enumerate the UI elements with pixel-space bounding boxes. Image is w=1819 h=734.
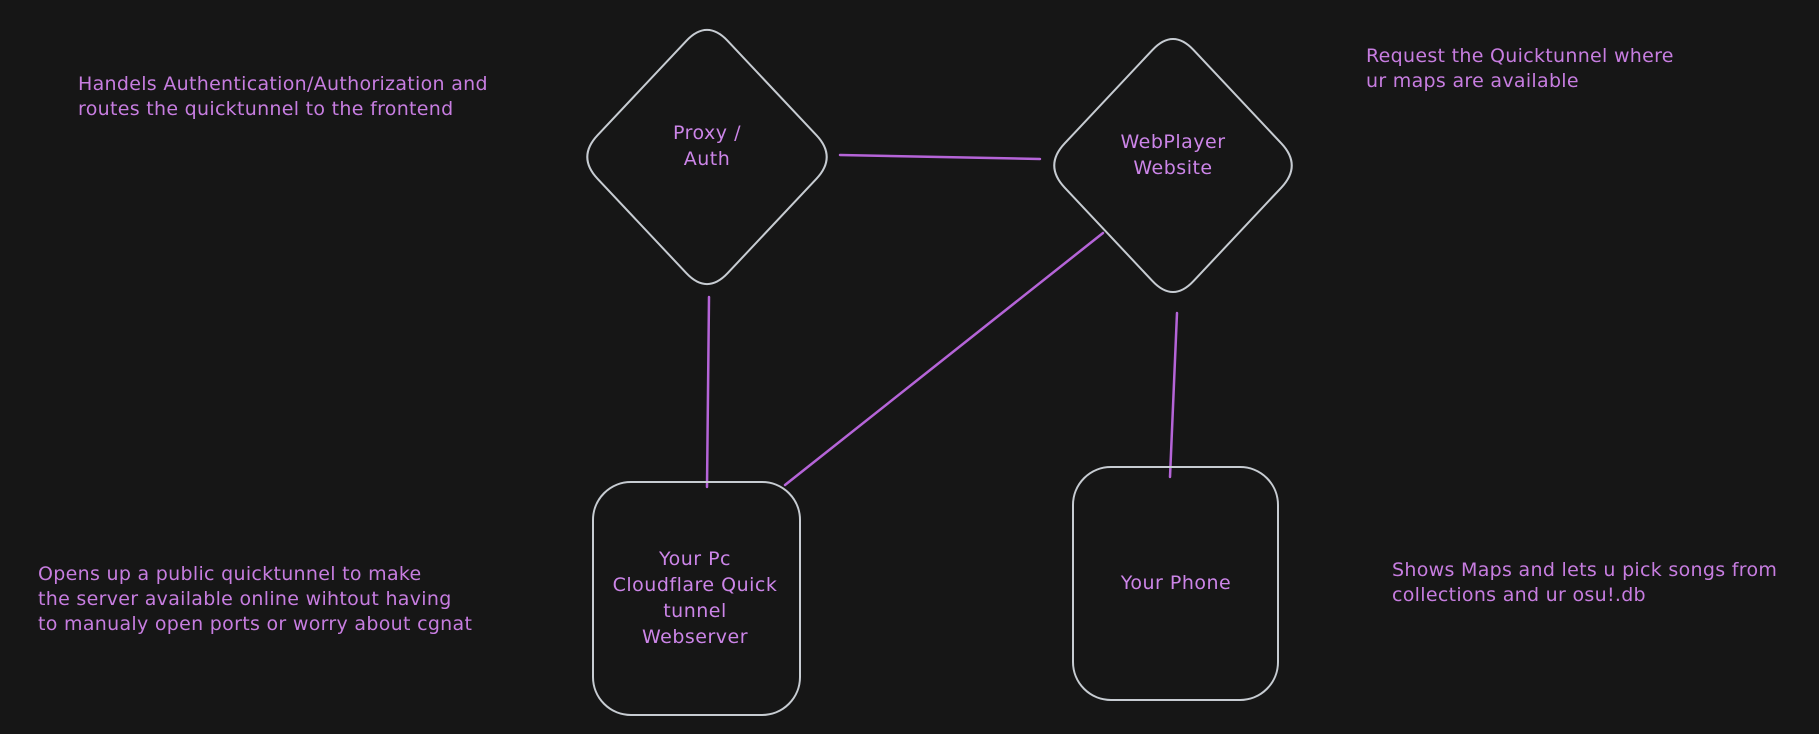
annotation-line: the server available online wihtout havi…	[38, 588, 452, 610]
edge-proxy-webplayer[interactable]	[838, 153, 1042, 161]
annotation-top-right[interactable]: Request the Quicktunnel where ur maps ar…	[1366, 44, 1674, 94]
annotation-line: ur maps are available	[1366, 70, 1579, 92]
your-pc-label-line: Cloudflare Quick	[612, 574, 778, 596]
proxy-auth-label-line: Auth	[683, 148, 731, 170]
your-pc-box[interactable]	[592, 481, 801, 716]
your-pc-label-line: Webserver	[641, 626, 749, 648]
annotation-line: Shows Maps and lets u pick songs from	[1392, 559, 1778, 581]
webplayer-website-diamond[interactable]	[1053, 37, 1293, 294]
proxy-auth-label: Proxy / Auth	[673, 120, 741, 172]
annotation-line: Handels Authentication/Authorization and	[78, 73, 488, 95]
annotation-top-left[interactable]: Handels Authentication/Authorization and…	[78, 72, 488, 122]
annotation-line: Opens up a public quicktunnel to make	[38, 563, 422, 585]
proxy-auth-label-line: Proxy /	[673, 122, 741, 144]
your-pc-label-line: tunnel	[663, 600, 727, 622]
your-pc-label-line: Your Pc	[658, 548, 732, 570]
edge-webplayer-yourphone[interactable]	[1168, 311, 1179, 479]
annotation-line: routes the quicktunnel to the frontend	[78, 98, 454, 120]
edge-webplayer-yourpc[interactable]	[783, 231, 1105, 487]
annotation-line: Request the Quicktunnel where	[1366, 45, 1674, 67]
your-pc-label: Your Pc Cloudflare Quick tunnel Webserve…	[613, 546, 778, 650]
annotation-line: to manualy open ports or worry about cgn…	[38, 613, 473, 635]
webplayer-website-label: WebPlayer Website	[1120, 129, 1225, 181]
annotation-bottom-left[interactable]: Opens up a public quicktunnel to make th…	[38, 562, 472, 637]
webplayer-label-line: Website	[1133, 157, 1213, 179]
annotation-bottom-right[interactable]: Shows Maps and lets u pick songs from co…	[1392, 558, 1777, 608]
your-phone-box[interactable]	[1072, 466, 1279, 701]
annotation-line: collections and ur osu!.db	[1392, 584, 1646, 606]
your-phone-label-line: Your Phone	[1120, 572, 1232, 594]
your-phone-label: Your Phone	[1121, 570, 1231, 596]
edge-proxy-yourpc[interactable]	[705, 295, 711, 489]
webplayer-label-line: WebPlayer	[1120, 131, 1226, 153]
proxy-auth-diamond[interactable]	[586, 28, 828, 286]
